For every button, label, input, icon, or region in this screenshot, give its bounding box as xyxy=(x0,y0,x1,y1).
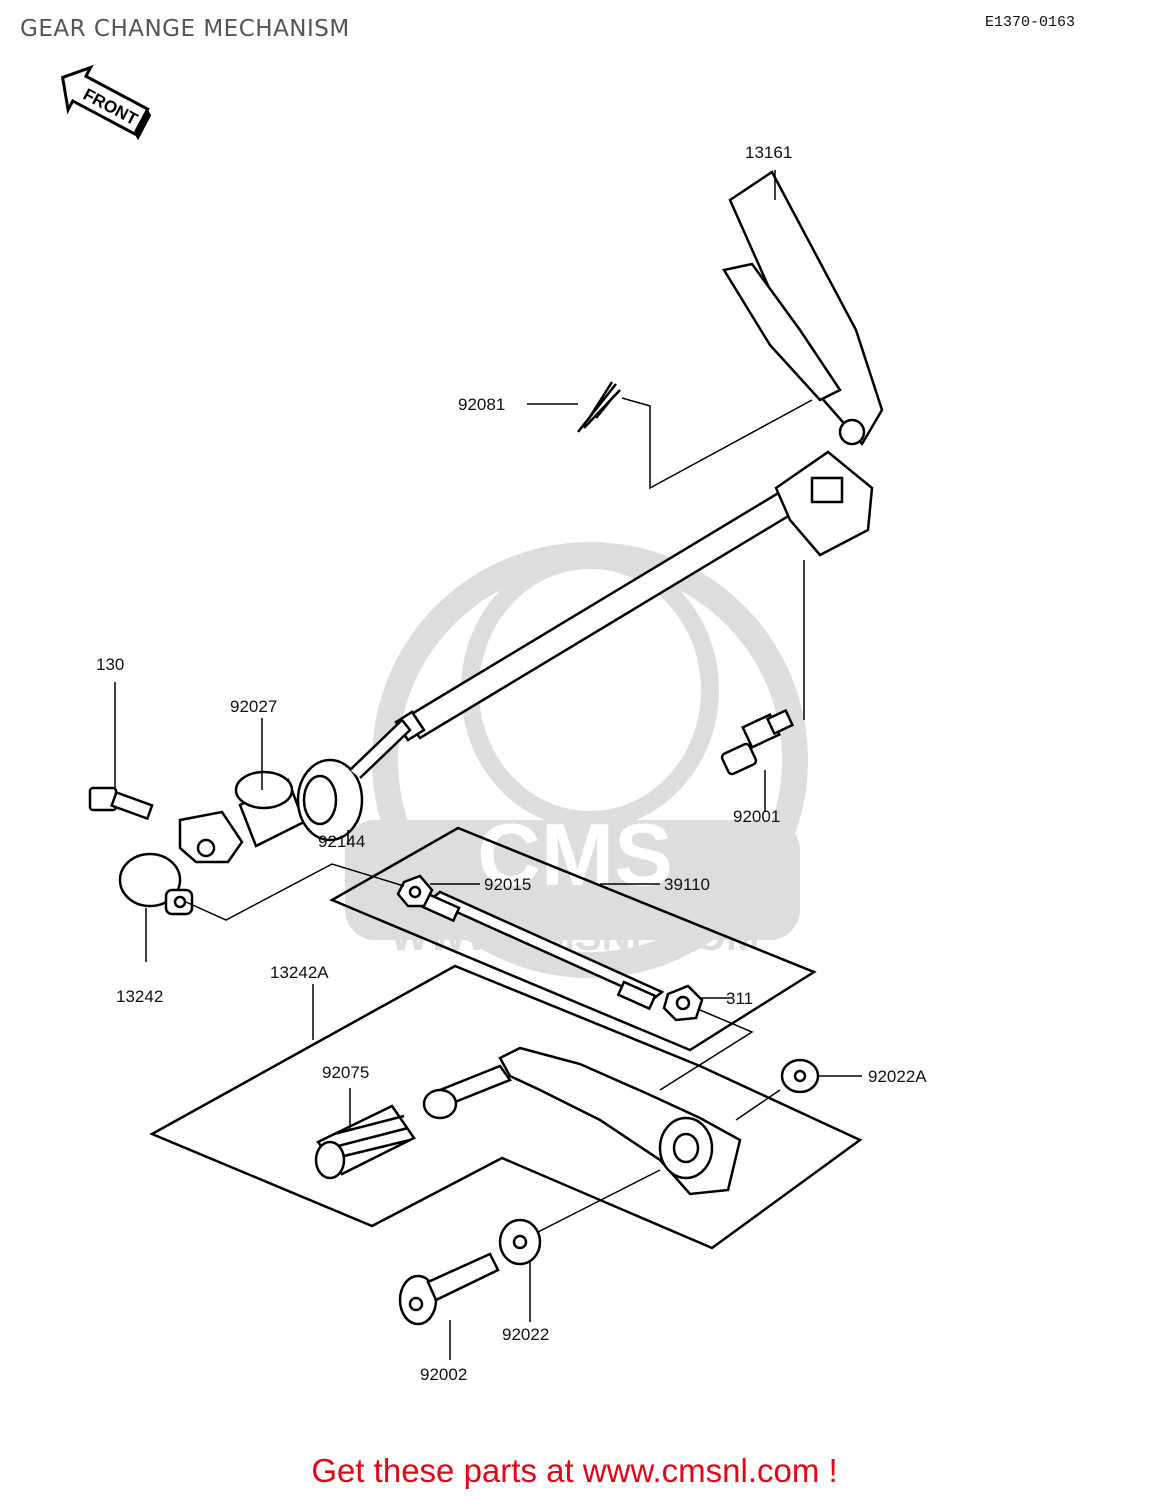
watermark-brand: CMS xyxy=(477,805,673,904)
leader-lines xyxy=(114,170,862,1360)
stud-92001-icon xyxy=(720,708,795,776)
bolt-92002-icon xyxy=(398,1252,500,1326)
part-label-92015[interactable]: 92015 xyxy=(484,875,531,894)
part-label-92002[interactable]: 92002 xyxy=(420,1365,467,1384)
watermark-head xyxy=(461,551,719,829)
part-label-13242A[interactable]: 13242A xyxy=(270,963,329,982)
part-label-92001[interactable]: 92001 xyxy=(733,807,780,826)
part-label-311[interactable]: 311 xyxy=(726,989,753,1008)
pedal-panel xyxy=(149,964,863,1250)
part-label-13242[interactable]: 13242 xyxy=(116,987,163,1006)
part-label-92144[interactable]: 92144 xyxy=(318,832,365,851)
rubber-92075-icon xyxy=(314,1104,416,1180)
spring-92081-icon xyxy=(577,381,621,433)
part-label-92075[interactable]: 92075 xyxy=(322,1063,369,1082)
nut-311-icon xyxy=(662,984,704,1022)
shop-link[interactable]: Get these parts at www.cmsnl.com ! xyxy=(311,1452,838,1489)
bolt-130-icon xyxy=(88,786,154,821)
spring-92144-icon xyxy=(296,718,412,842)
part-label-92022A[interactable]: 92022A xyxy=(868,1067,927,1086)
washer-92022-icon xyxy=(498,1218,542,1266)
part-label-92022[interactable]: 92022 xyxy=(502,1325,549,1344)
shift-arm-pivot xyxy=(838,418,866,446)
tie-rod-joint-13242-icon xyxy=(118,810,244,916)
diagram-code: E1370-0163 xyxy=(985,14,1076,31)
tie-rod-panel xyxy=(329,826,817,1052)
washer-92022A-icon xyxy=(780,1058,820,1094)
part-labels: 13161 92081 130 92027 92144 92001 92015 … xyxy=(96,143,927,1384)
shift-shaft-assembly xyxy=(394,170,884,742)
nut-92015-icon xyxy=(396,874,434,908)
shift-arm-pawl xyxy=(722,262,842,402)
shift-pedal-13242A-icon xyxy=(422,1046,742,1196)
part-label-39110[interactable]: 39110 xyxy=(664,875,710,894)
part-label-92081[interactable]: 92081 xyxy=(458,395,505,414)
shift-arm-plate xyxy=(774,450,874,557)
sleeve-92027-icon xyxy=(234,770,306,848)
part-label-130[interactable]: 130 xyxy=(96,655,124,674)
part-label-13161[interactable]: 13161 xyxy=(745,143,792,162)
shift-arm-slot xyxy=(810,476,844,504)
page-title: GEAR CHANGE MECHANISM xyxy=(20,16,350,42)
part-label-92027[interactable]: 92027 xyxy=(230,697,277,716)
front-arrow-icon: FRONT xyxy=(60,64,152,141)
